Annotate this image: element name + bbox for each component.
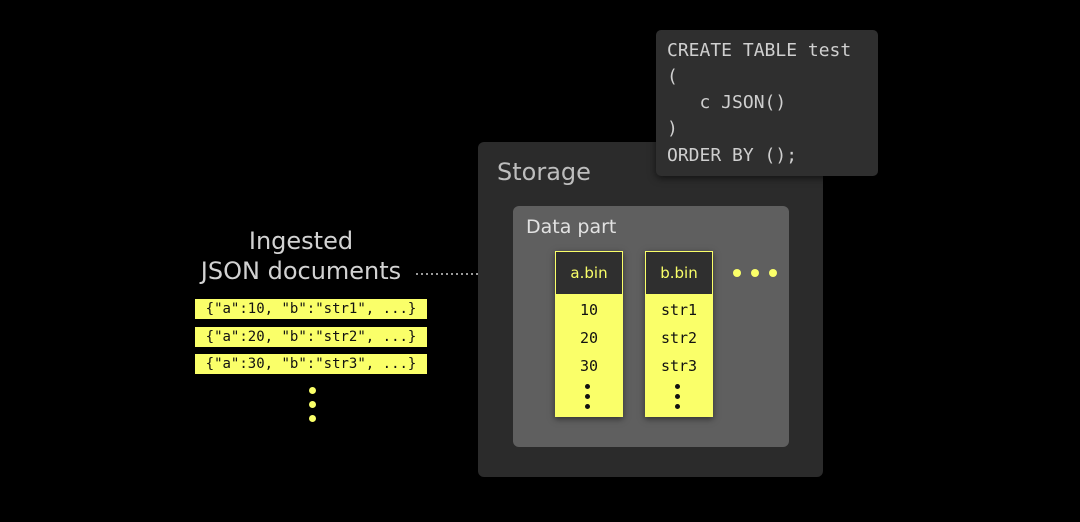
data-part-label: Data part <box>526 216 617 238</box>
ingest-title-line1: Ingested <box>248 227 354 255</box>
column-value: 30 <box>579 357 599 375</box>
column-value: str3 <box>660 357 698 375</box>
column-file-a: a.bin 10 20 30 <box>555 251 623 417</box>
ingest-title: Ingested JSON documents <box>196 226 406 286</box>
storage-label: Storage <box>497 158 591 186</box>
code-line: c JSON() <box>667 92 787 113</box>
code-line: ) <box>667 118 678 139</box>
column-file-name: a.bin <box>556 252 622 294</box>
column-value: str2 <box>660 329 698 347</box>
column-value: 10 <box>579 301 599 319</box>
create-table-code-panel <box>656 30 878 176</box>
more-values-icon <box>675 384 680 409</box>
json-document: {"a":20, "b":"str2", ...} <box>195 327 427 347</box>
code-line: CREATE TABLE test <box>667 40 852 61</box>
column-file-name: b.bin <box>646 252 712 294</box>
more-columns-icon <box>733 269 777 277</box>
json-document: {"a":30, "b":"str3", ...} <box>195 354 427 374</box>
column-value: 20 <box>579 329 599 347</box>
column-value: str1 <box>660 301 698 319</box>
more-values-icon <box>585 384 590 409</box>
column-file-b: b.bin str1 str2 str3 <box>645 251 713 417</box>
ingest-title-line2: JSON documents <box>200 257 402 285</box>
code-line: ( <box>667 66 678 87</box>
json-document: {"a":10, "b":"str1", ...} <box>195 299 427 319</box>
more-documents-icon <box>309 387 316 422</box>
code-line: ORDER BY (); <box>667 145 798 166</box>
